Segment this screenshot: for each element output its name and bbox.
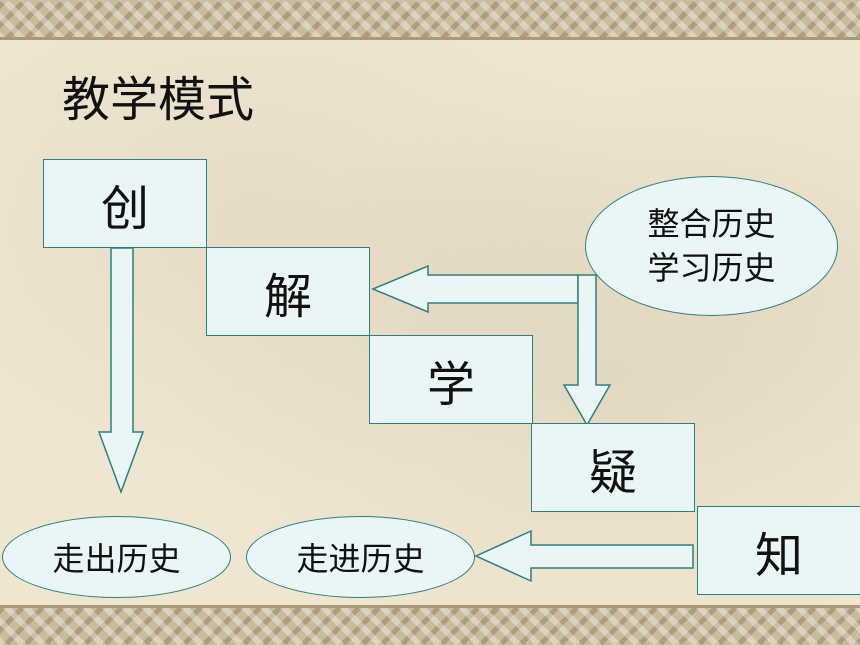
step-box-jie: 解 bbox=[206, 247, 370, 336]
arrow-down-chuang-to-out bbox=[97, 247, 145, 495]
ellipse-walk-out-history: 走出历史 bbox=[2, 516, 231, 598]
step-label-chuang: 创 bbox=[100, 180, 149, 237]
arrow-left-zhi-to-into bbox=[474, 529, 694, 583]
arrow-left-integrate-to-jie bbox=[371, 264, 579, 314]
ellipse-integrate-history: 整合历史 学习历史 bbox=[585, 176, 838, 316]
page-title: 教学模式 bbox=[62, 72, 255, 128]
step-label-xue: 学 bbox=[426, 356, 475, 413]
ellipse-out-label: 走出历史 bbox=[52, 540, 181, 578]
ellipse-into-label: 走进历史 bbox=[296, 540, 425, 578]
top-decorative-border bbox=[0, 0, 860, 40]
ellipse-walk-into-history: 走进历史 bbox=[246, 516, 475, 598]
step-box-yi: 疑 bbox=[531, 423, 695, 512]
step-box-chuang: 创 bbox=[43, 159, 207, 248]
step-box-xue: 学 bbox=[369, 335, 533, 424]
ellipse-integrate-line1: 整合历史 bbox=[647, 205, 776, 243]
ellipse-integrate-line2: 学习历史 bbox=[647, 249, 776, 287]
step-label-jie: 解 bbox=[263, 268, 312, 325]
bottom-decorative-border bbox=[0, 605, 860, 645]
arrow-down-integrate-to-yi bbox=[562, 274, 612, 427]
step-label-yi: 疑 bbox=[588, 444, 637, 501]
step-box-zhi: 知 bbox=[697, 506, 860, 595]
step-label-zhi: 知 bbox=[754, 527, 803, 584]
